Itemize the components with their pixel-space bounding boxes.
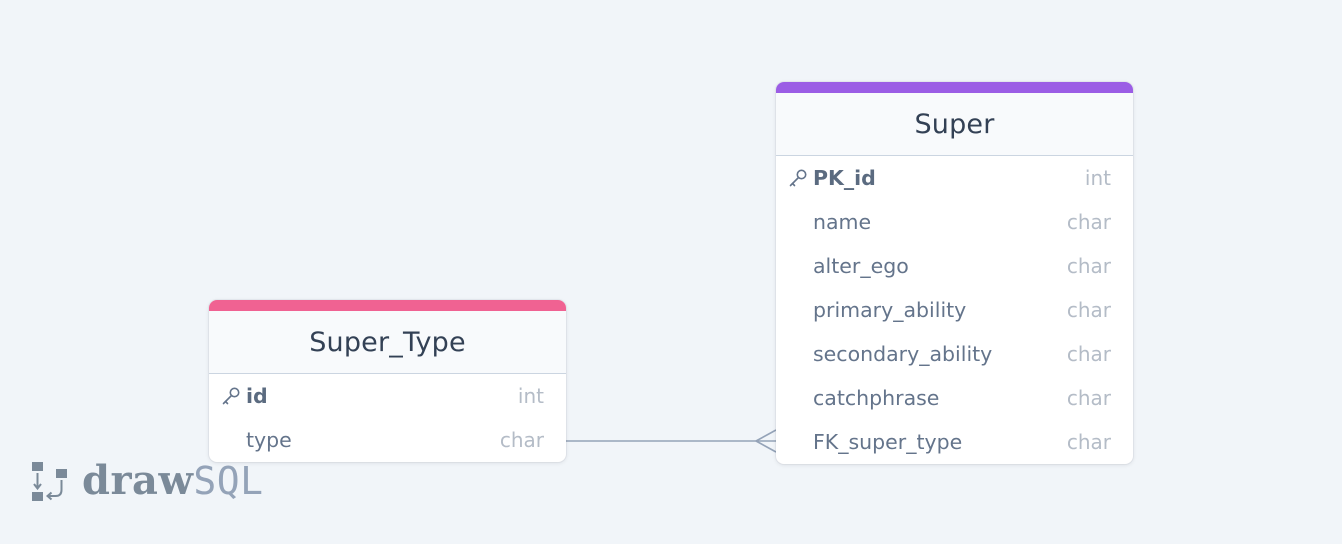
column-name: primary_ability [813,298,967,322]
column-name: secondary_ability [813,342,993,366]
column-row-secondary-ability[interactable]: secondary_ability char [776,332,1133,376]
column-type: int [517,384,544,408]
column-row-fk-super-type[interactable]: FK_super_type char [776,420,1133,464]
wordmark-draw: draw [82,457,194,504]
column-type: char [1066,298,1111,322]
primary-key-icon [789,169,807,187]
drawsql-watermark: drawSQL [30,458,264,504]
column-type: char [499,428,544,452]
table-title[interactable]: Super [776,93,1133,156]
column-name: catchphrase [813,386,940,410]
table-super[interactable]: Super PK_id int name char alter_ego char… [776,82,1133,464]
column-row-catchphrase[interactable]: catchphrase char [776,376,1133,420]
column-name: alter_ego [813,254,909,278]
column-type: int [1084,166,1111,190]
table-title[interactable]: Super_Type [209,311,566,374]
column-row-pk-id[interactable]: PK_id int [776,156,1133,200]
drawsql-wordmark: drawSQL [82,457,264,504]
column-row-alter-ego[interactable]: alter_ego char [776,244,1133,288]
table-name: Super [914,108,995,140]
drawsql-logo-icon [32,462,67,501]
column-name: name [813,210,872,234]
column-type: char [1066,254,1111,278]
column-type: char [1066,342,1111,366]
column-name: type [246,428,292,452]
column-name: FK_super_type [813,430,963,454]
column-type: char [1066,386,1111,410]
column-type: char [1066,210,1111,234]
column-row-name[interactable]: name char [776,200,1133,244]
column-name: id [246,384,268,408]
table-super-type[interactable]: Super_Type id int type char [209,300,566,462]
column-type: char [1066,430,1111,454]
primary-key-icon [222,387,240,405]
column-row-type[interactable]: type char [209,418,566,462]
crowfoot-lower [755,440,777,453]
crowfoot-upper [755,429,777,442]
column-name: PK_id [813,166,876,190]
column-row-primary-ability[interactable]: primary_ability char [776,288,1133,332]
table-accent-bar [776,82,1133,93]
table-accent-bar [209,300,566,311]
wordmark-sql: SQL [193,459,264,503]
column-row-id[interactable]: id int [209,374,566,418]
table-name: Super_Type [309,326,466,358]
